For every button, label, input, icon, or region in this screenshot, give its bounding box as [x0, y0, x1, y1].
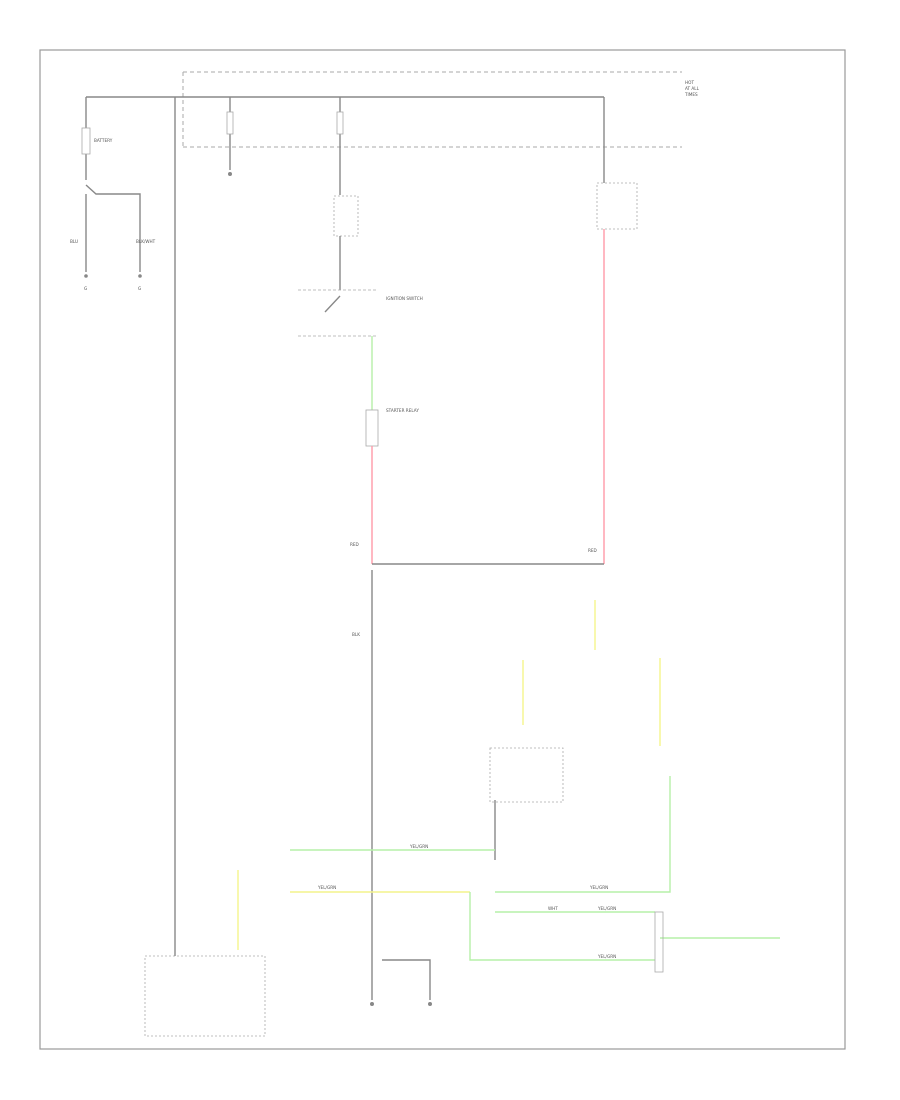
ignition-circuit: IGNITION SWITCH [298, 97, 423, 337]
yel-grn-bottom-label: YEL/GRN [597, 906, 616, 911]
battery-label: BATTERY [94, 138, 113, 143]
yel-grn-right-label: YEL/GRN [589, 885, 608, 890]
yel-grn-lower-label: YEL/GRN [597, 954, 616, 959]
red-wire-left-label: RED [350, 542, 359, 547]
bottom-ground-module [370, 959, 432, 1006]
diagram-frame [39, 49, 846, 1050]
bus-bar [86, 96, 605, 152]
right-module [596, 152, 638, 230]
battery-wire-label: BLU [70, 239, 78, 244]
fuse-1 [226, 97, 234, 176]
wht-wire-label: WHT [548, 906, 558, 911]
black-wire-label: BLK [352, 632, 360, 637]
battery-circuit: BATTERY BLU BLK/WHT G G [70, 97, 156, 291]
middle-module [489, 660, 564, 860]
fuse-box: HOT AT ALL TIMES [182, 71, 700, 148]
ground-right-label: G [138, 286, 141, 291]
ground-wire-label: BLK/WHT [136, 239, 156, 244]
yel-grn-mid-label: YEL/GRN [317, 885, 336, 890]
ignition-switch-label: IGNITION SWITCH [386, 296, 423, 301]
bottom-left-module [144, 97, 266, 1037]
starter-relay-label: STARTER RELAY [386, 408, 419, 413]
fuse-box-label-3: TIMES [684, 92, 698, 97]
starter-relay: STARTER RELAY [365, 408, 419, 447]
ground-left-label: G [84, 286, 87, 291]
fuse-box-label-1: HOT [685, 80, 694, 85]
bottom-wiring: YEL/GRN YEL/GRN YEL/GRN WHT YEL/GRN YEL/… [237, 844, 780, 973]
red-wire-right-label: RED [588, 548, 597, 553]
yel-grn-top-label: YEL/GRN [409, 844, 428, 849]
right-module-2 [495, 658, 671, 893]
fuse-box-label-2: AT ALL [685, 86, 700, 91]
